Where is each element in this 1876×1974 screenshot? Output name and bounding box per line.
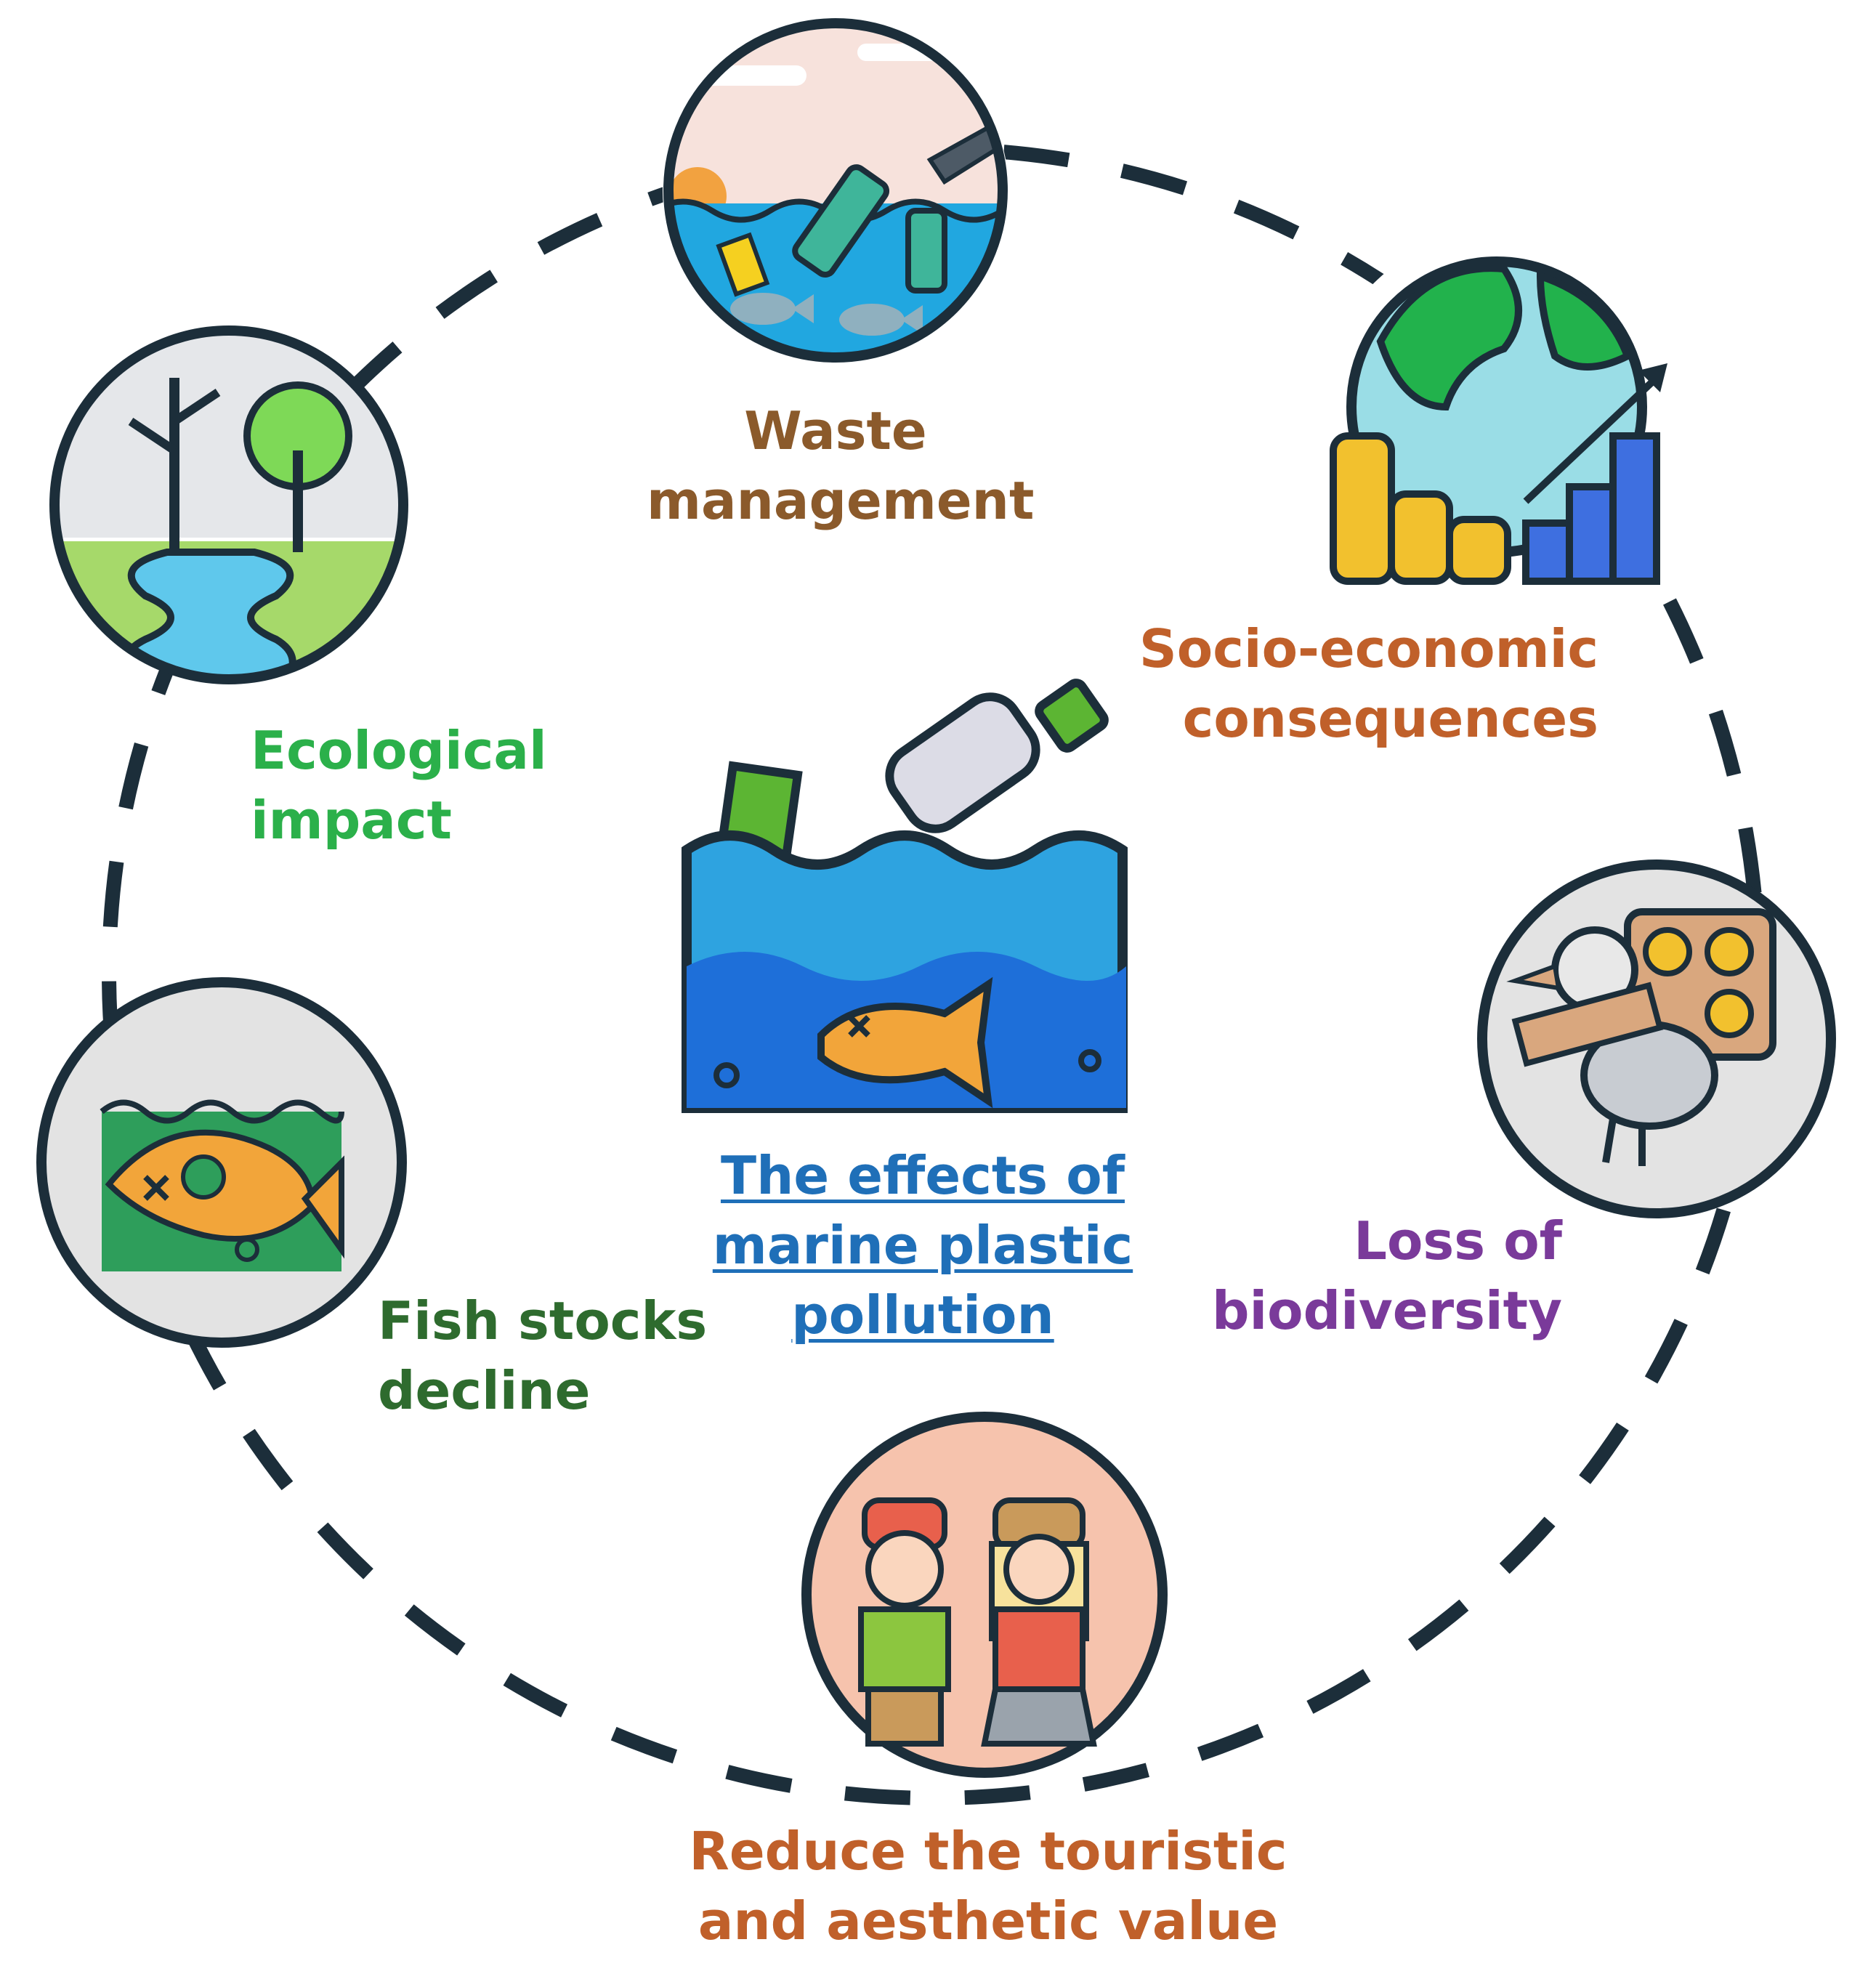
center-title-line-2: marine plastic	[712, 1215, 1133, 1276]
loss-of-biodiversity-label: Loss of biodiversity	[1211, 1210, 1562, 1341]
bird-entangled-plastic-icon	[1477, 859, 1836, 1218]
dead-fish-icon	[36, 977, 407, 1348]
socio-economic-label: Socio-economic consequences	[1139, 618, 1598, 749]
ocean-plastic-bottles-icon	[663, 17, 1008, 363]
ecological-impact-label: Ecological impact	[251, 720, 547, 851]
ocean-plastic-pollution-icon	[682, 679, 1128, 1113]
center-title-line-3: pollution	[791, 1285, 1054, 1346]
center-title-line-1: The effects of	[720, 1145, 1125, 1206]
fish-stocks-decline-label: Fish stocks decline	[378, 1290, 708, 1421]
waste-management-label: Waste management	[647, 400, 1035, 531]
center-title[interactable]: The effects of marine plastic pollution	[698, 1141, 1148, 1350]
globe-coins-growth-chart-icon	[1322, 232, 1671, 585]
tourism-label: Reduce the touristic and aesthetic value	[689, 1821, 1287, 1951]
tourists-icon	[801, 1412, 1168, 1778]
